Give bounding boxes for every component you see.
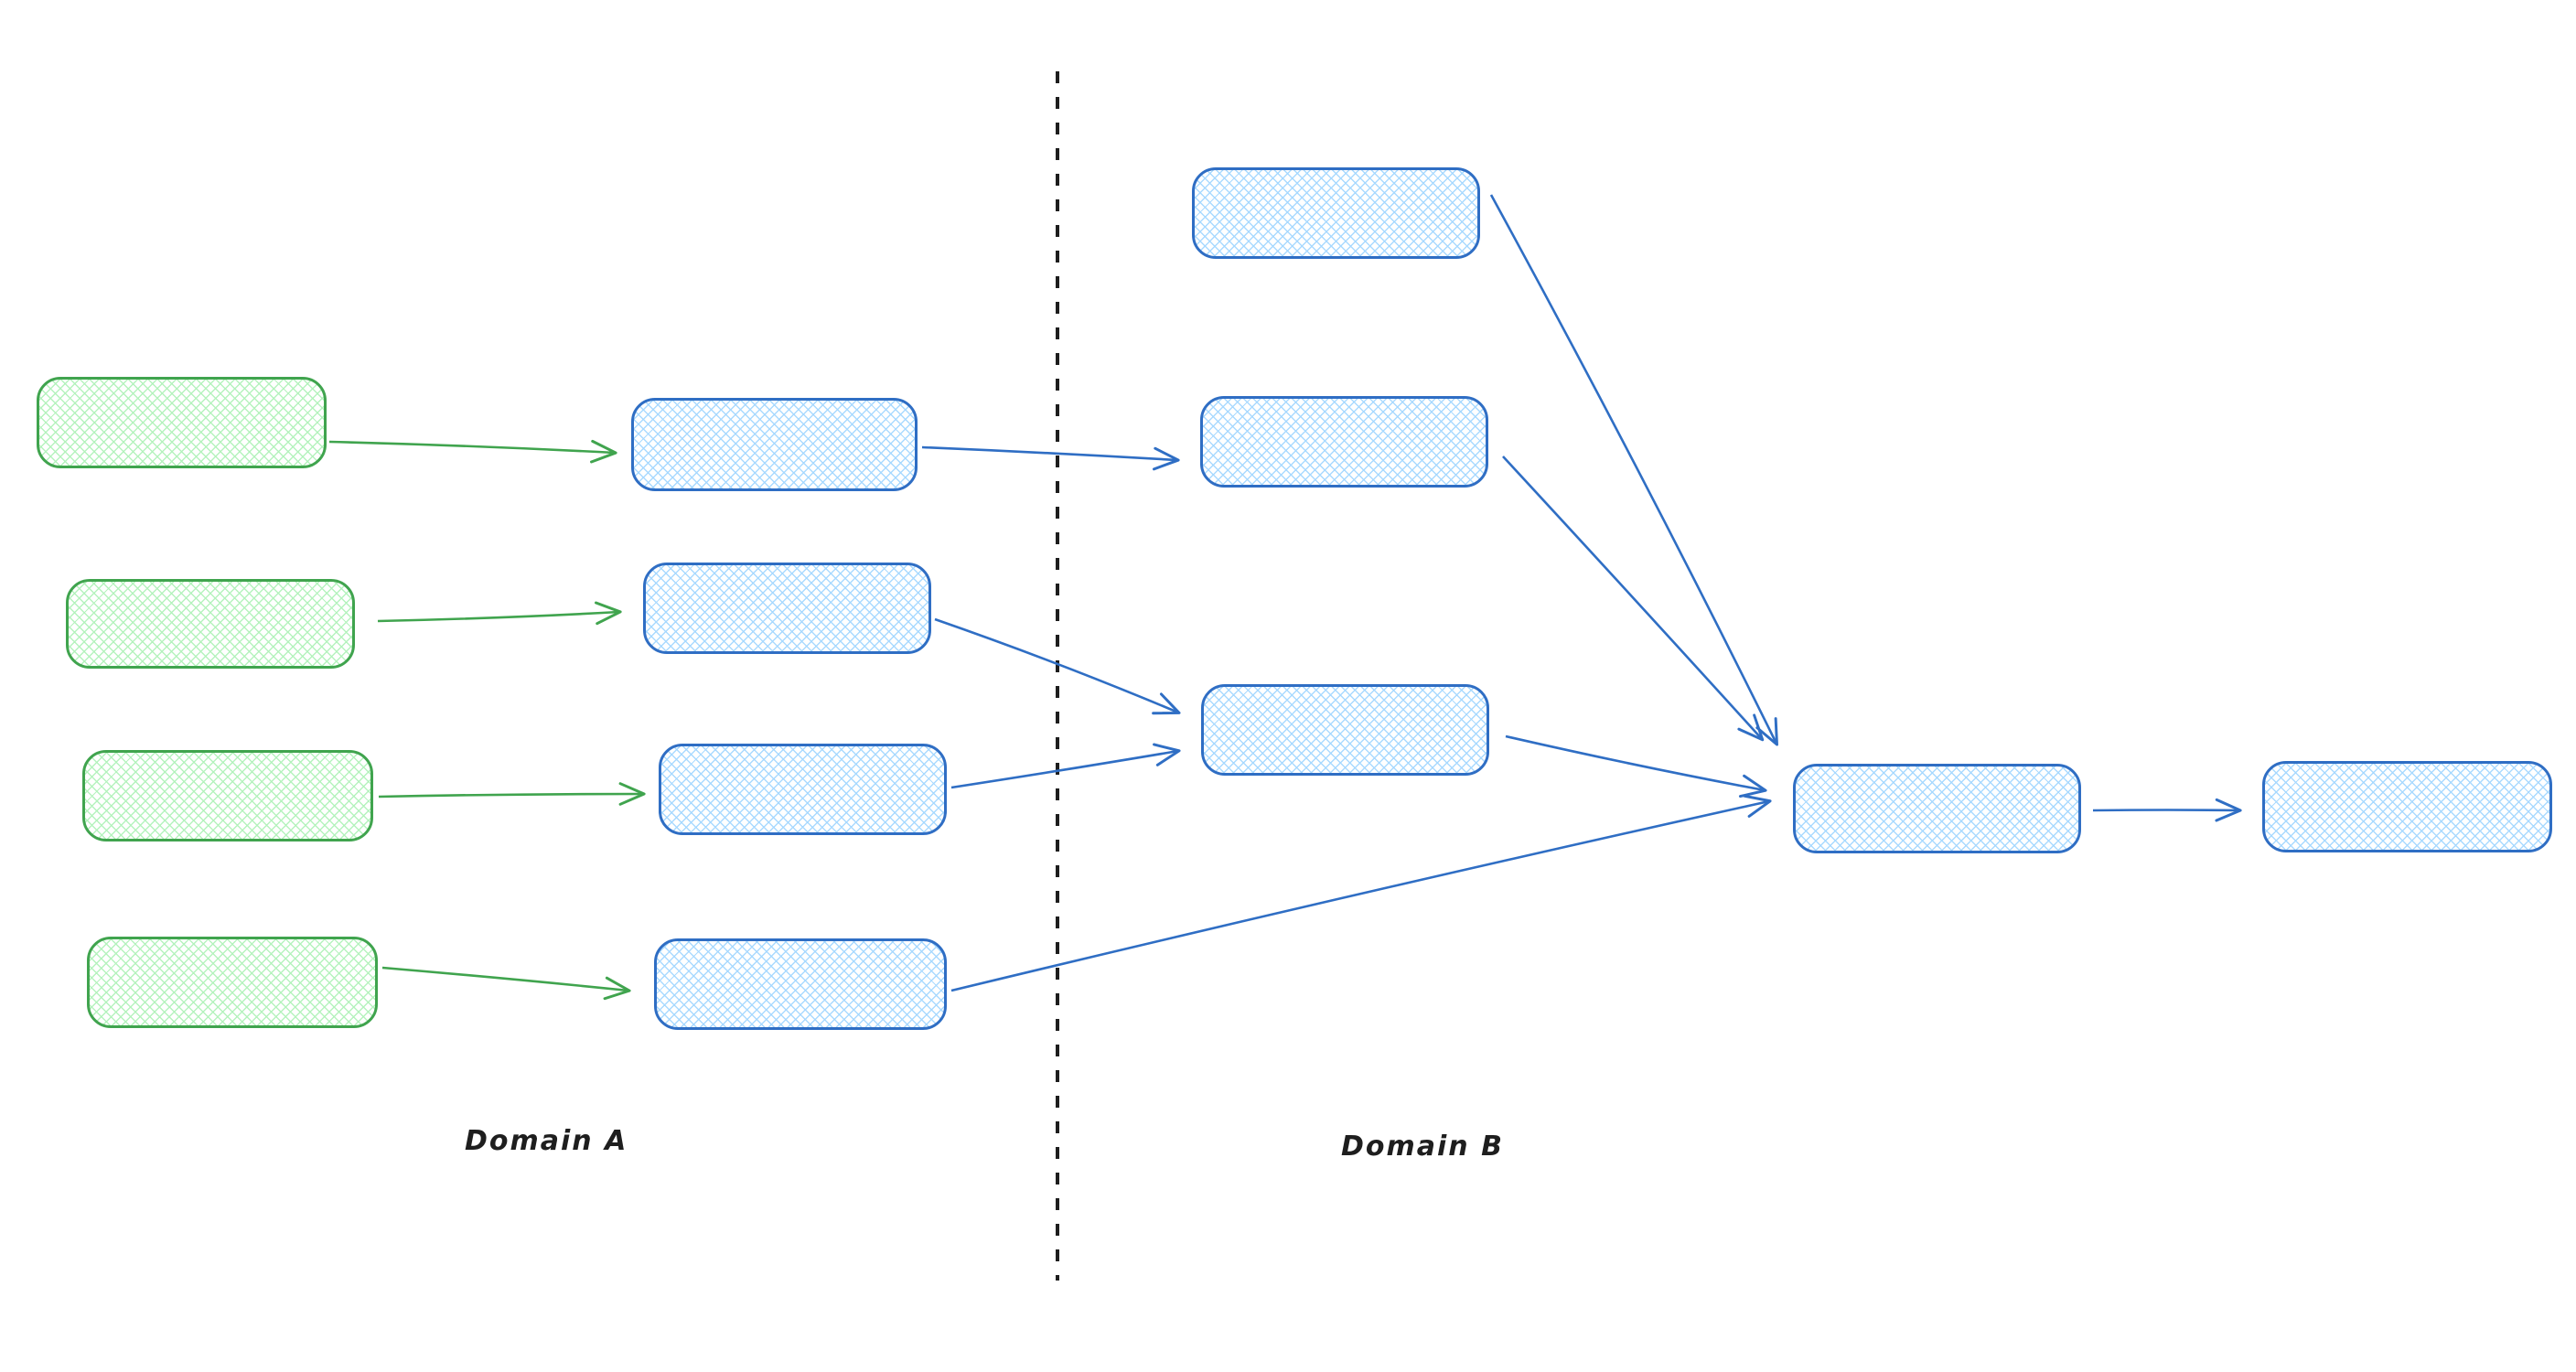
- arrow-a2-b2[interactable]: [377, 601, 622, 626]
- arrow-c2-d[interactable]: [1502, 456, 1765, 742]
- node-c2[interactable]: [1200, 396, 1488, 488]
- arrow-c1-d[interactable]: [1489, 194, 1778, 746]
- node-a3[interactable]: [82, 750, 373, 841]
- arrow-b2-c3[interactable]: [934, 617, 1181, 715]
- node-b3[interactable]: [659, 744, 947, 835]
- node-b4[interactable]: [654, 938, 947, 1030]
- node-e[interactable]: [2262, 761, 2552, 852]
- domain-b-label: Domain B: [1341, 1131, 1504, 1163]
- arrow-b4-d[interactable]: [950, 794, 1772, 992]
- node-a2[interactable]: [66, 579, 355, 669]
- node-d[interactable]: [1793, 764, 2081, 853]
- arrow-a3-b3[interactable]: [378, 782, 646, 806]
- arrow-c3-d[interactable]: [1505, 734, 1767, 799]
- arrow-b1-c2[interactable]: [921, 445, 1180, 471]
- node-b2[interactable]: [643, 563, 931, 654]
- node-c1[interactable]: [1192, 167, 1480, 259]
- domain-a-label: Domain A: [465, 1125, 628, 1157]
- arrow-a1-b1[interactable]: [328, 439, 617, 464]
- arrow-b3-c3[interactable]: [950, 743, 1181, 789]
- node-a1[interactable]: [37, 377, 327, 468]
- arrow-a4-b4[interactable]: [381, 966, 631, 1001]
- node-c3[interactable]: [1201, 684, 1489, 776]
- node-a4[interactable]: [87, 937, 378, 1028]
- arrow-d-e[interactable]: [2092, 798, 2242, 822]
- node-b1[interactable]: [631, 398, 918, 491]
